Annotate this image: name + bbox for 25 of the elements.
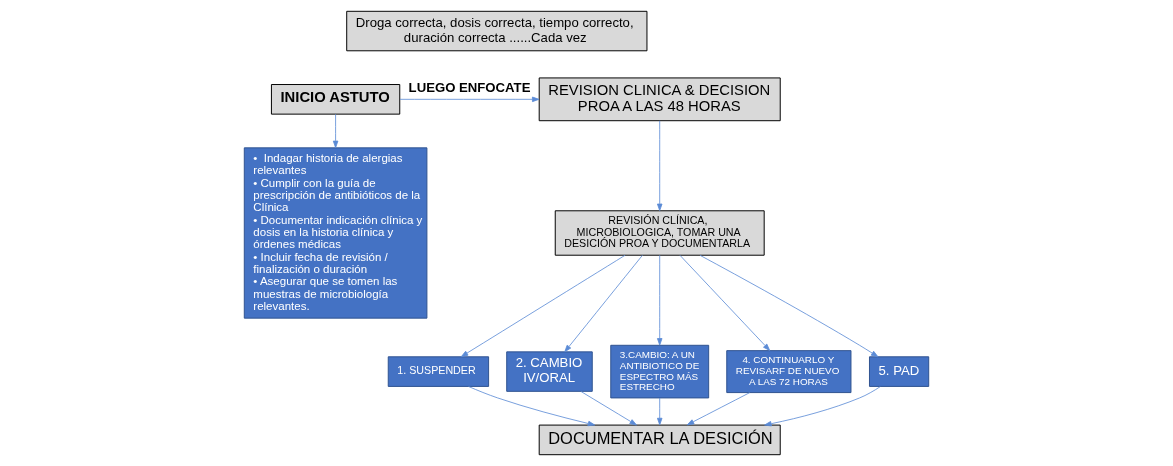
arrow	[764, 386, 881, 427]
arrow	[657, 254, 663, 346]
arrow	[468, 386, 596, 427]
node-box: REVISION CLINICA & DECISION PROA A LAS 48 HORAS	[538, 77, 781, 122]
node-box: • Indagar historia de alergias relevantes • Cumplir con la guía de prescripción de antibióticos de la Clínica • Documentar indicación clínica y dosis en la historia clínica y órdenes médicas • Incluir fecha de revisión / finalización o duración • Asegurar que se tomen las muestras de microbiología relevantes.	[243, 147, 428, 319]
arrow	[657, 120, 663, 211]
arrow	[679, 254, 771, 351]
node-box: REVISIÓN CLÍNICA, MICROBIOLOGICA, TOMAR UNA DESICIÓN PROA Y DOCUMENTARLA	[554, 210, 765, 256]
node-box: DOCUMENTAR LA DESICIÓN	[538, 424, 781, 456]
node-box: 1. SUSPENDER	[387, 356, 490, 387]
arrow	[460, 254, 626, 358]
arrow	[657, 397, 663, 426]
node-box: 2. CAMBIO IV/ORAL	[506, 351, 593, 392]
arrow	[686, 392, 751, 426]
node-box: 5. PAD	[869, 356, 930, 387]
arrow	[564, 254, 643, 353]
node-box: 4. CONTINUARLO Y REVISARF DE NUEVO A LAS 72 HORAS	[726, 350, 852, 394]
arrow	[699, 254, 879, 358]
node-box: INICIO ASTUTO	[270, 84, 401, 115]
node-box: 3.CAMBIO: A UN ANTIBIOTICO DE ESPECTRO MÁS ESTRECHO	[610, 344, 710, 399]
node-box: Droga correcta, dosis correcta, tiempo correcto, duración correcta ......Cada vez	[346, 10, 648, 52]
arrow	[399, 96, 540, 103]
arrow	[332, 113, 339, 149]
edge-label: LUEGO ENFOCATE	[408, 79, 531, 95]
arrow	[580, 391, 637, 426]
